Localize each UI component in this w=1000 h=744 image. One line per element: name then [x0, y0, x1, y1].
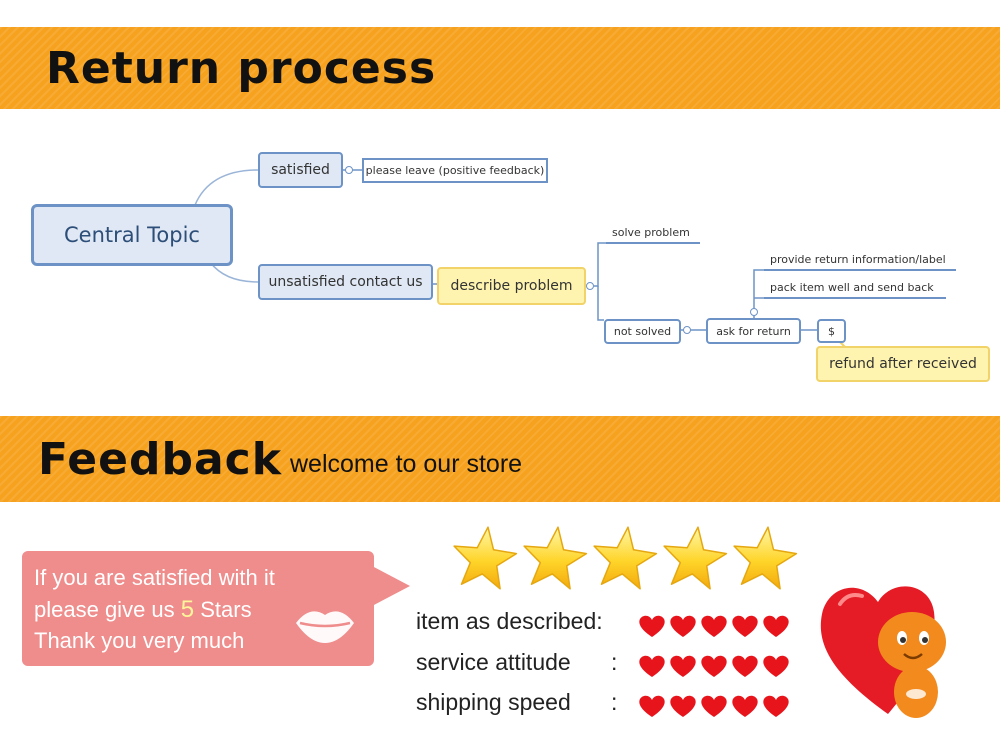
speech-bubble: If you are satisfied with it please give… — [22, 551, 374, 666]
heart-icon — [732, 615, 758, 637]
star-icon — [453, 526, 518, 590]
dollar-node: $ — [817, 319, 846, 343]
star-icon — [733, 526, 798, 590]
feedback-subtitle: welcome to our store — [290, 450, 523, 478]
star-icon — [593, 526, 658, 590]
heart-icon — [670, 695, 696, 717]
rating-label-item: item as described: — [416, 608, 603, 634]
mascot-heart-icon — [820, 586, 946, 718]
rating-label-service: service attitude — [416, 649, 571, 675]
heart-icon — [763, 615, 789, 637]
heart-icon — [701, 655, 727, 677]
feedback-banner: Feedback welcome to our store — [0, 416, 1000, 502]
leave-feedback-node: please leave (positive feedback) — [362, 158, 548, 183]
solve-problem-label: solve problem — [612, 225, 690, 239]
speech-line-2: please give us 5 Stars — [34, 596, 252, 624]
lips-icon — [296, 611, 354, 643]
heart-icon — [639, 615, 665, 637]
heart-icon — [670, 615, 696, 637]
five-stars — [453, 526, 798, 590]
speech-line-2b: Stars — [194, 597, 252, 622]
pack-item-node: pack item well and send back — [764, 277, 946, 299]
unsatisfied-label: unsatisfied contact us — [268, 274, 423, 290]
not-solved-node: not solved — [604, 319, 681, 344]
rating-label-shipping: shipping speed — [416, 689, 571, 715]
ask-for-return-node: ask for return — [706, 318, 801, 344]
rating-colon-service: : — [611, 649, 618, 675]
pack-item-label: pack item well and send back — [770, 280, 934, 294]
speech-bubble-tail — [372, 566, 410, 606]
return-process-title: Return process — [46, 43, 437, 94]
heart-icon — [670, 655, 696, 677]
hearts-item — [639, 615, 789, 637]
hearts-service — [639, 655, 789, 677]
rating-colon-shipping: : — [611, 689, 618, 715]
leave-feedback-label: please leave (positive feedback) — [365, 164, 545, 177]
central-topic-label: Central Topic — [64, 223, 200, 247]
heart-icon — [763, 655, 789, 677]
return-process-banner: Return process — [0, 27, 1000, 109]
speech-line-3: Thank you very much — [34, 628, 245, 653]
dollar-label: $ — [828, 324, 835, 338]
heart-icon — [763, 695, 789, 717]
heart-icon — [639, 695, 665, 717]
satisfied-label: satisfied — [271, 162, 330, 178]
central-topic-node: Central Topic — [31, 204, 233, 266]
not-solved-label: not solved — [613, 325, 672, 338]
speech-line-1: If you are satisfied with it — [34, 565, 275, 590]
star-icon — [523, 526, 588, 590]
speech-line-2a: please give us — [34, 597, 181, 622]
satisfied-node: satisfied — [258, 152, 343, 188]
star-icon — [663, 526, 728, 590]
refund-node: refund after received — [816, 346, 990, 382]
feedback-title: Feedback — [38, 434, 282, 485]
heart-icon — [701, 615, 727, 637]
describe-problem-node: describe problem — [437, 267, 586, 305]
describe-problem-label: describe problem — [450, 278, 573, 294]
heart-icon — [732, 695, 758, 717]
heart-icon — [701, 695, 727, 717]
heart-icon — [732, 655, 758, 677]
ask-for-return-label: ask for return — [716, 324, 791, 338]
unsatisfied-node: unsatisfied contact us — [258, 264, 433, 300]
hearts-shipping — [639, 695, 789, 717]
provide-info-label: provide return information/label — [770, 252, 946, 266]
heart-icon — [639, 655, 665, 677]
refund-label: refund after received — [829, 356, 977, 372]
five-highlight: 5 — [180, 596, 195, 623]
provide-info-node: provide return information/label — [764, 249, 956, 271]
solve-problem-node: solve problem — [606, 222, 700, 244]
